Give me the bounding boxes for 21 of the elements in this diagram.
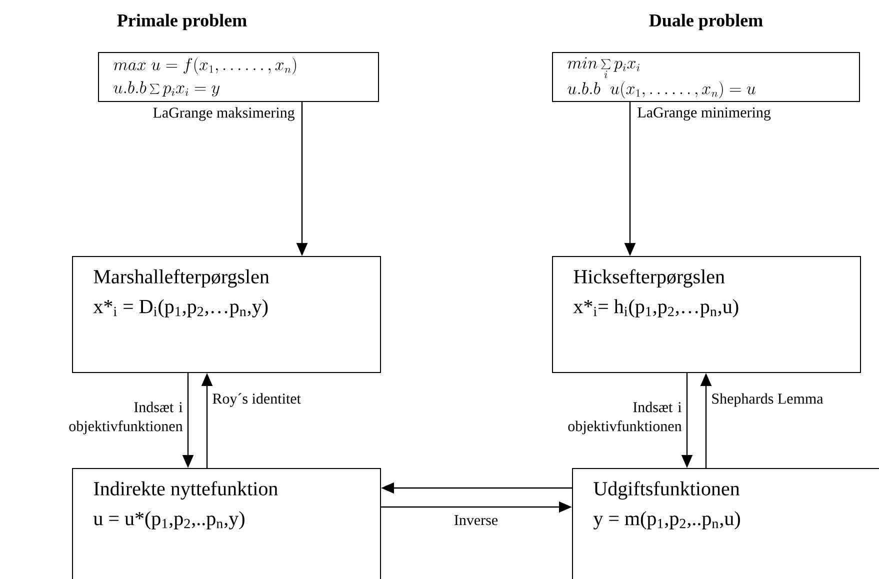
formula: $min\sum\limits_i p_i x_i$ xyxy=(568,57,640,78)
box-title: Indirekte nyttefunktion xyxy=(94,481,278,500)
box-title: Udgiftsfunktionen xyxy=(594,481,740,500)
edge-label: LaGrange maksimering xyxy=(153,107,295,121)
edge-label: Indsæt i objektivfunktionen xyxy=(568,402,682,434)
edge-label: Roy´s identitet xyxy=(212,393,301,407)
formula: $u.b.b\;\; u(x_1,\ldots\ldots,x_n) = u$ xyxy=(568,81,756,98)
edge-label: Shephards Lemma xyxy=(712,393,824,407)
heading: Primale problem xyxy=(117,14,247,30)
formula-text: u = u*(p$_{1}$,p$_{2}$,..p$_{n}$,y) xyxy=(93,511,244,530)
box-title: Hicksefterpørgslen xyxy=(574,269,725,288)
formula-text: x*$_{i}$= h$_{i}$(p$_{1}$,p$_{2}$,…p$_{n}$,u) xyxy=(573,299,738,318)
edge-label: Inverse xyxy=(454,515,498,526)
edge-label: LaGrange minimering xyxy=(638,107,771,121)
formula: $max\; u = f(x_1,\ldots\ldots,x_n)$ xyxy=(114,57,296,74)
formula-text: y = m(p$_{1}$,p$_{2}$,..p$_{n}$,u) xyxy=(593,511,740,530)
formula-text: x*$_{i}$ = D$_{i}$(p$_{1}$,p$_{2}$,…p$_{n}$,y) xyxy=(93,299,268,318)
box-title: Marshallefterpørgslen xyxy=(94,269,270,288)
edge-label: Indsæt i objektivfunktionen xyxy=(69,402,183,434)
formula: $u.b.b\sum p_i x_i = y$ xyxy=(114,81,220,97)
heading: Duale problem xyxy=(649,14,763,30)
